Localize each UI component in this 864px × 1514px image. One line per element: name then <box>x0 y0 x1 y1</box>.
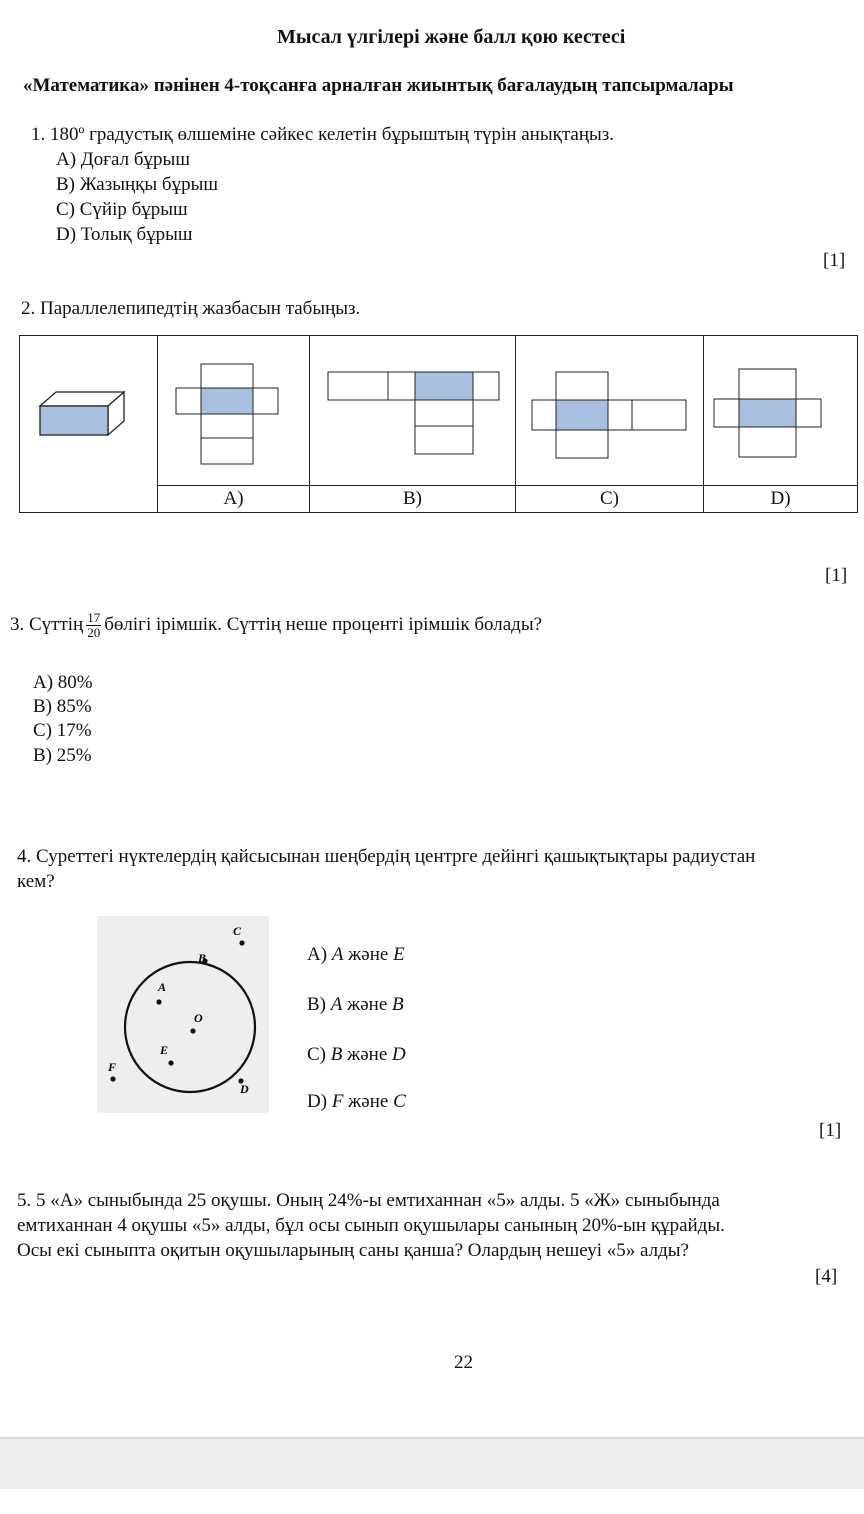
question-3-option-b: B) 85% <box>33 696 92 717</box>
question-4-option-c: C) B және D <box>307 1044 406 1065</box>
fraction-denominator: 20 <box>87 625 101 640</box>
label-a: A <box>157 980 166 994</box>
net-c-caption: C) <box>515 485 704 513</box>
circle-figure: C B A O E F D <box>107 924 257 1096</box>
net-a-figure <box>175 363 279 465</box>
question-4-text-line2: кем? <box>17 871 55 892</box>
net-d-cell <box>703 335 858 486</box>
question-1-option-a: A) Доғал бұрыш <box>56 149 190 170</box>
question-2-text: 2. Параллелепипедтің жазбасын табыңыз. <box>21 298 361 319</box>
label-c: C <box>233 924 242 938</box>
fraction-numerator: 17 <box>86 610 102 626</box>
question-1-option-d: D) Толық бұрыш <box>56 224 193 245</box>
question-2-score: [1] <box>825 565 848 586</box>
question-3-option-a: A) 80% <box>33 672 93 693</box>
question-3-option-d: B) 25% <box>33 745 92 766</box>
page-title: Мысал үлгілері және балл қою кестесі <box>277 26 626 48</box>
question-3-suffix: бөлігі ірімшік. Сүттің неше проценті ірі… <box>104 613 543 635</box>
page-number: 22 <box>454 1352 473 1373</box>
net-b-cell <box>309 335 516 486</box>
point-a <box>156 999 162 1005</box>
question-1-option-b: B) Жазыңқы бұрыш <box>56 174 218 195</box>
net-b-figure <box>327 371 500 455</box>
question-3-prefix: 3. Сүттің <box>10 613 84 635</box>
net-a-caption: A) <box>157 485 310 513</box>
net-d-figure <box>713 368 822 458</box>
question-4-option-a: A) A және E <box>307 944 405 965</box>
net-c-cell <box>515 335 704 486</box>
label-f: F <box>107 1060 116 1074</box>
question-1-text: 1. 180º градустық өлшеміне сәйкес келеті… <box>31 124 615 145</box>
question-4-option-b: B) A және B <box>307 994 404 1015</box>
net-c-figure <box>531 371 687 459</box>
question-5-score: [4] <box>815 1266 838 1287</box>
point-f <box>110 1076 116 1082</box>
question-5-line3: Осы екі сыныпта оқитын оқушыларының саны… <box>17 1240 689 1261</box>
circle-figure-panel: C B A O E F D <box>97 916 269 1113</box>
point-d <box>238 1078 244 1084</box>
question-5-line1: 5. 5 «А» сыныбында 25 оқушы. Оның 24%-ы … <box>17 1190 720 1211</box>
label-d: D <box>239 1082 249 1096</box>
point-b <box>202 958 208 964</box>
page-subtitle: «Математика» пәнінен 4-тоқсанға арналған… <box>23 75 734 96</box>
question-1-option-c: C) Сүйір бұрыш <box>56 199 188 220</box>
net-d-caption: D) <box>703 485 858 513</box>
nets-table: A) B) C) D) <box>19 335 858 513</box>
point-o <box>190 1028 196 1034</box>
point-c <box>239 940 245 946</box>
question-1-score: [1] <box>823 250 846 271</box>
question-4-text-line1: 4. Суреттегі нүктелердің қайсысынан шеңб… <box>17 846 756 867</box>
parallelepiped-cell <box>19 335 158 513</box>
question-3-option-c: C) 17% <box>33 720 92 741</box>
parallelepiped-figure <box>38 390 126 436</box>
viewer-bottom-bar <box>0 1437 864 1489</box>
point-e <box>168 1060 174 1066</box>
question-5-line2: емтиханнан 4 оқушы «5» алды, бұл осы сын… <box>17 1215 725 1236</box>
label-b: B <box>197 951 206 965</box>
question-4-score: [1] <box>819 1120 842 1141</box>
question-4-option-d: D) F және C <box>307 1091 406 1112</box>
label-o: O <box>194 1011 203 1025</box>
net-b-caption: B) <box>309 485 516 513</box>
net-a-cell <box>157 335 310 486</box>
label-e: E <box>159 1043 168 1057</box>
